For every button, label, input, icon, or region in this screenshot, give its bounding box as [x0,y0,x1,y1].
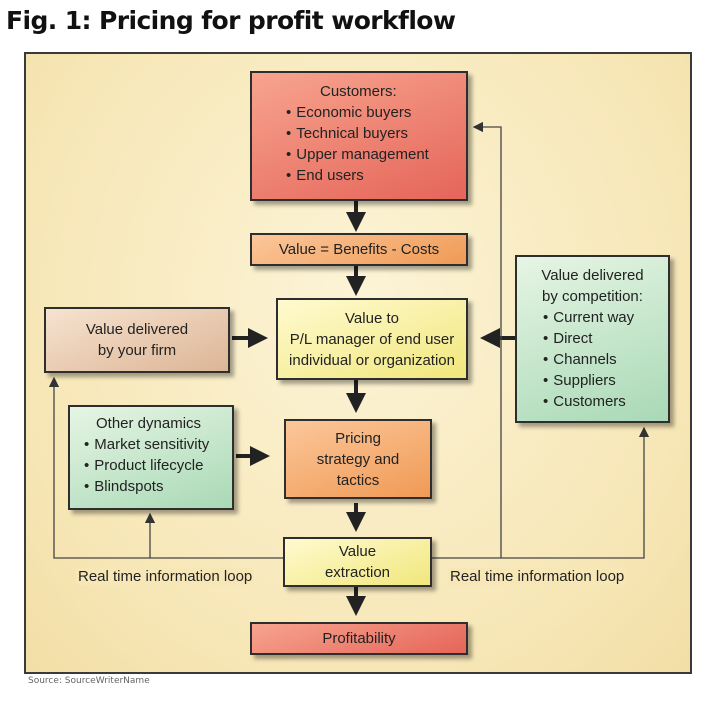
list-item: End users [286,165,466,186]
value-equation-box: Value = Benefits - Costs [250,233,468,266]
figure-title: Fig. 1: Pricing for profit workflow [6,6,456,35]
list-item: Market sensitivity [84,434,232,455]
loop-line-left [48,376,283,559]
pricing-box: Pricing strategy and tactics [284,419,432,499]
list-item: Upper management [286,144,466,165]
extraction-box: Value extraction [283,537,432,587]
value-to-line: individual or organization [289,351,455,369]
list-item: Direct [543,328,668,349]
your-firm-line: by your firm [97,342,177,359]
extraction-line: Value [338,543,377,560]
customers-box: Customers: Economic buyers Technical buy… [250,71,468,201]
loop-line-customers [472,121,502,558]
loop-label-left: Real time information loop [76,568,255,585]
list-item: Channels [543,349,668,370]
loop-label-right: Real time information loop [448,568,627,585]
profitability-box: Profitability [250,622,468,655]
list-item: Economic buyers [286,102,466,123]
extraction-line: extraction [324,564,391,581]
customers-list: Economic buyers Technical buyers Upper m… [286,102,466,186]
pricing-line: strategy and [316,450,400,468]
list-item: Suppliers [543,370,668,391]
competition-heading: Value delivered [541,267,644,284]
source-credit: Source: SourceWriterName [28,676,150,686]
list-item: Current way [543,307,668,328]
list-item: Customers [543,391,668,412]
other-dynamics-box: Other dynamics Market sensitivity Produc… [68,405,234,510]
list-item: Product lifecycle [84,455,232,476]
value-to-line: Value to [345,309,399,327]
loop-line-right [432,426,650,559]
pricing-line: tactics [336,471,380,489]
competition-box: Value delivered by competition: Current … [515,255,670,423]
customers-heading: Customers: [320,83,397,100]
value-to-line: P/L manager of end user [289,330,455,348]
value-to-box: Value to P/L manager of end user individ… [276,298,468,380]
pricing-line: Pricing [335,429,381,447]
list-item: Technical buyers [286,123,466,144]
value-equation: Value = Benefits - Costs [278,241,440,258]
list-item: Blindspots [84,476,232,497]
your-firm-line: Value delivered [85,321,189,338]
other-dynamics-heading: Other dynamics [96,415,202,432]
profitability-label: Profitability [322,630,396,647]
competition-list: Current way Direct Channels Suppliers Cu… [517,307,668,412]
your-firm-box: Value delivered by your firm [44,307,230,373]
competition-heading: by competition: [542,288,643,305]
other-dynamics-list: Market sensitivity Product lifecycle Bli… [84,434,232,497]
